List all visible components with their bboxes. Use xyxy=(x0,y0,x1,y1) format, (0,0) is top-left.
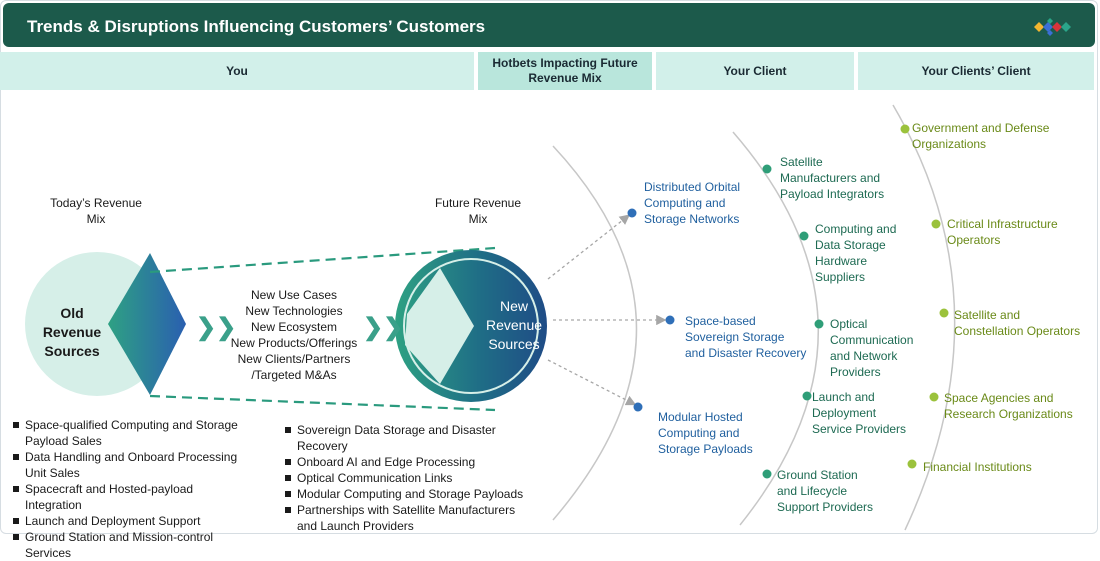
old-revenue-kite xyxy=(108,253,186,395)
client-dot xyxy=(799,231,809,241)
chevron-right-icon: ❯❯ xyxy=(196,314,237,341)
client-label: Computing and Data Storage Hardware Supp… xyxy=(815,222,897,284)
clients-client-dot xyxy=(929,392,939,402)
driver-item: New Ecosystem xyxy=(250,320,338,334)
today-revenue-heading: Today’s Revenue Mix xyxy=(50,196,142,226)
clients-client-label: Satellite and Constellation Operators xyxy=(954,308,1081,338)
hotbet-label: Modular Hosted Computing and Storage Pay… xyxy=(658,410,753,456)
column-header-client: Your Client xyxy=(656,52,854,90)
diagram-graphics xyxy=(25,104,956,531)
future-revenue-kite xyxy=(405,268,474,384)
clients-client-dot xyxy=(900,124,910,134)
clients-client-dot xyxy=(931,219,941,229)
driver-item: New Use Cases xyxy=(250,288,338,302)
hotbet-dot xyxy=(633,402,643,412)
client-label: Satellite Manufacturers and Payload Inte… xyxy=(780,155,885,201)
client-dot xyxy=(762,164,772,174)
client-dot xyxy=(802,391,812,401)
list-item: Data Handling and Onboard Processing Uni… xyxy=(12,449,252,481)
driver-item: New Technologies xyxy=(245,304,343,318)
brand-logo-icon xyxy=(1034,18,1071,36)
column-header-hotbets: Hotbets Impacting Future Revenue Mix xyxy=(478,52,652,90)
clients-client-dot xyxy=(939,308,949,318)
today-sources-list: Space-qualified Computing and Storage Pa… xyxy=(12,417,252,561)
clients-client-label: Space Agencies and Research Organization… xyxy=(944,391,1073,421)
dashed-connector-bottom xyxy=(149,394,496,412)
diagram-frame xyxy=(0,0,1098,534)
clients-client-dot xyxy=(907,459,917,469)
clients-client-arc xyxy=(892,104,956,531)
future-revenue-heading: Future Revenue Mix xyxy=(434,196,522,226)
hotbet-label: Space-based Sovereign Storage and Disast… xyxy=(685,314,807,360)
client-dot xyxy=(814,319,824,329)
clients-client-label: Financial Institutions xyxy=(923,460,1032,474)
client-dot xyxy=(762,469,772,479)
driver-item: New Products/Offerings xyxy=(230,336,358,350)
new-revenue-label: New Revenue Sources xyxy=(485,298,543,352)
old-revenue-label: Old Revenue Sources xyxy=(42,305,102,359)
future-revenue-ring xyxy=(403,258,539,394)
dashed-connector-top xyxy=(149,246,496,274)
column-header-clients-client: Your Clients’ Client xyxy=(858,52,1094,90)
page-title: Trends & Disruptions Influencing Custome… xyxy=(27,17,486,36)
chevron-right-icon: ❯❯ xyxy=(363,314,404,341)
list-item: Sovereign Data Storage and Disaster Reco… xyxy=(284,422,534,454)
arrow-to-hotbet-1 xyxy=(547,214,631,280)
clients-client-label: Critical Infrastructure Operators xyxy=(947,217,1058,247)
driver-item: /Targeted M&As xyxy=(251,368,337,382)
client-label: Launch and Deployment Service Providers xyxy=(812,390,907,436)
title-banner: Trends & Disruptions Influencing Custome… xyxy=(3,3,1095,47)
list-item: Onboard AI and Edge Processing xyxy=(284,454,534,470)
clients-client-label: Government and Defense Organizations xyxy=(912,121,1050,151)
list-item: Space-qualified Computing and Storage Pa… xyxy=(12,417,252,449)
list-item: Ground Station and Mission-control Servi… xyxy=(12,529,252,561)
list-item: Spacecraft and Hosted-payload Integratio… xyxy=(12,481,252,513)
hotbets-arc xyxy=(552,145,638,521)
arrow-to-hotbet-3 xyxy=(547,359,637,406)
list-item: Partnerships with Satellite Manufacturer… xyxy=(284,502,534,534)
list-item: Modular Computing and Storage Payloads xyxy=(284,486,534,502)
hotbet-dot xyxy=(665,315,675,325)
future-sources-list: Sovereign Data Storage and Disaster Reco… xyxy=(284,422,534,534)
driver-item: New Clients/Partners xyxy=(237,352,351,366)
list-item: Launch and Deployment Support xyxy=(12,513,252,529)
drivers-list: New Use Cases New Technologies New Ecosy… xyxy=(226,287,362,383)
column-header-you: You xyxy=(0,52,474,90)
client-label: Optical Communication and Network Provid… xyxy=(830,317,914,379)
list-item: Optical Communication Links xyxy=(284,470,534,486)
client-label: Ground Station and Lifecycle Support Pro… xyxy=(777,468,874,514)
hotbet-dot xyxy=(627,208,637,218)
hotbet-label: Distributed Orbital Computing and Storag… xyxy=(644,180,741,226)
